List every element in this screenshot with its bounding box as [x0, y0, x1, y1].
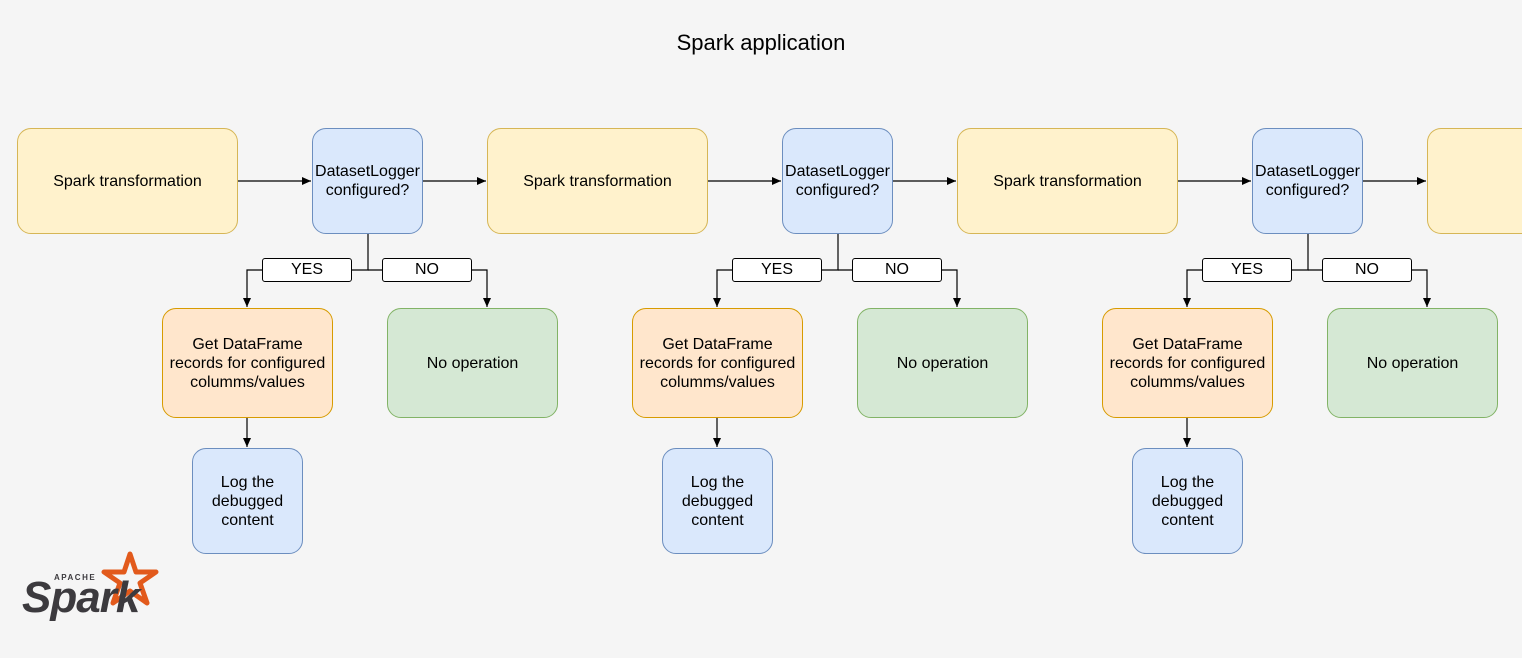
dataset-logger-decision-3: DatasetLogger configured? [1252, 128, 1363, 234]
logo-apache-text: APACHE [54, 573, 97, 582]
apache-spark-logo: APACHE Spark [22, 550, 162, 624]
no-label-1: NO [382, 258, 472, 282]
log-debugged-content-2: Log the debugged content [662, 448, 773, 554]
get-dataframe-records-2: Get DataFrame records for configured col… [632, 308, 803, 418]
dataset-logger-decision-1: DatasetLogger configured? [312, 128, 423, 234]
no-operation-1: No operation [387, 308, 558, 418]
diagram-title: Spark application [676, 30, 846, 55]
logo-spark-word: Spark [22, 573, 140, 622]
spark-transformation-1: Spark transformation [17, 128, 238, 234]
spark-transformation-3: Spark transformation [957, 128, 1178, 234]
dataset-logger-decision-2: DatasetLogger configured? [782, 128, 893, 234]
no-operation-2: No operation [857, 308, 1028, 418]
log-debugged-content-3: Log the debugged content [1132, 448, 1243, 554]
no-label-2: NO [852, 258, 942, 282]
get-dataframe-records-3: Get DataFrame records for configured col… [1102, 308, 1273, 418]
spark-transformation-2: Spark transformation [487, 128, 708, 234]
no-label-3: NO [1322, 258, 1412, 282]
no-operation-3: No operation [1327, 308, 1498, 418]
yes-label-2: YES [732, 258, 822, 282]
log-debugged-content-1: Log the debugged content [192, 448, 303, 554]
yes-label-3: YES [1202, 258, 1292, 282]
yes-label-1: YES [262, 258, 352, 282]
spark-transformation-4-partial [1427, 128, 1522, 234]
spark-star-icon [101, 551, 159, 606]
get-dataframe-records-1: Get DataFrame records for configured col… [162, 308, 333, 418]
